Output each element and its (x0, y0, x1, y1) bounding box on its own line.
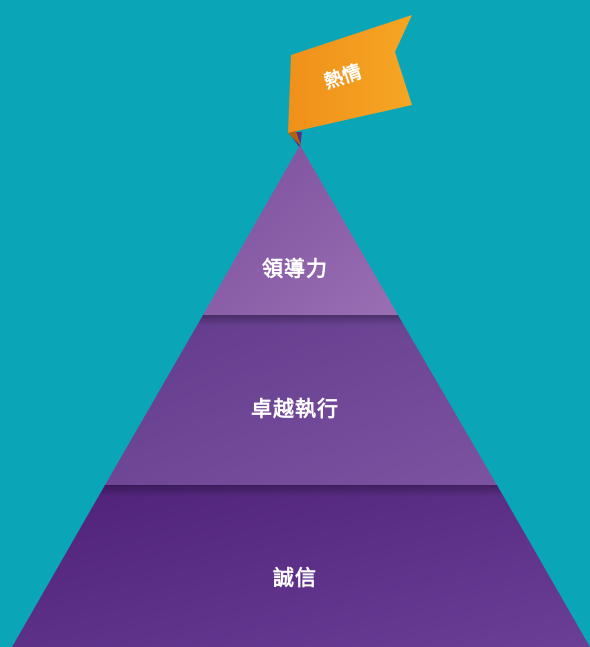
tier-middle (105, 315, 497, 485)
tier-top-label: 領導力 (262, 257, 328, 281)
tier-bottom-shadow (99, 485, 503, 497)
tier-bottom (12, 485, 590, 647)
flag-banner (288, 15, 412, 133)
tier-bottom-label: 誠信 (273, 566, 317, 590)
tier-middle-shadow (197, 315, 404, 326)
tier-middle-label: 卓越執行 (251, 397, 339, 421)
flag-fold (288, 131, 301, 146)
tier-top (203, 145, 398, 315)
